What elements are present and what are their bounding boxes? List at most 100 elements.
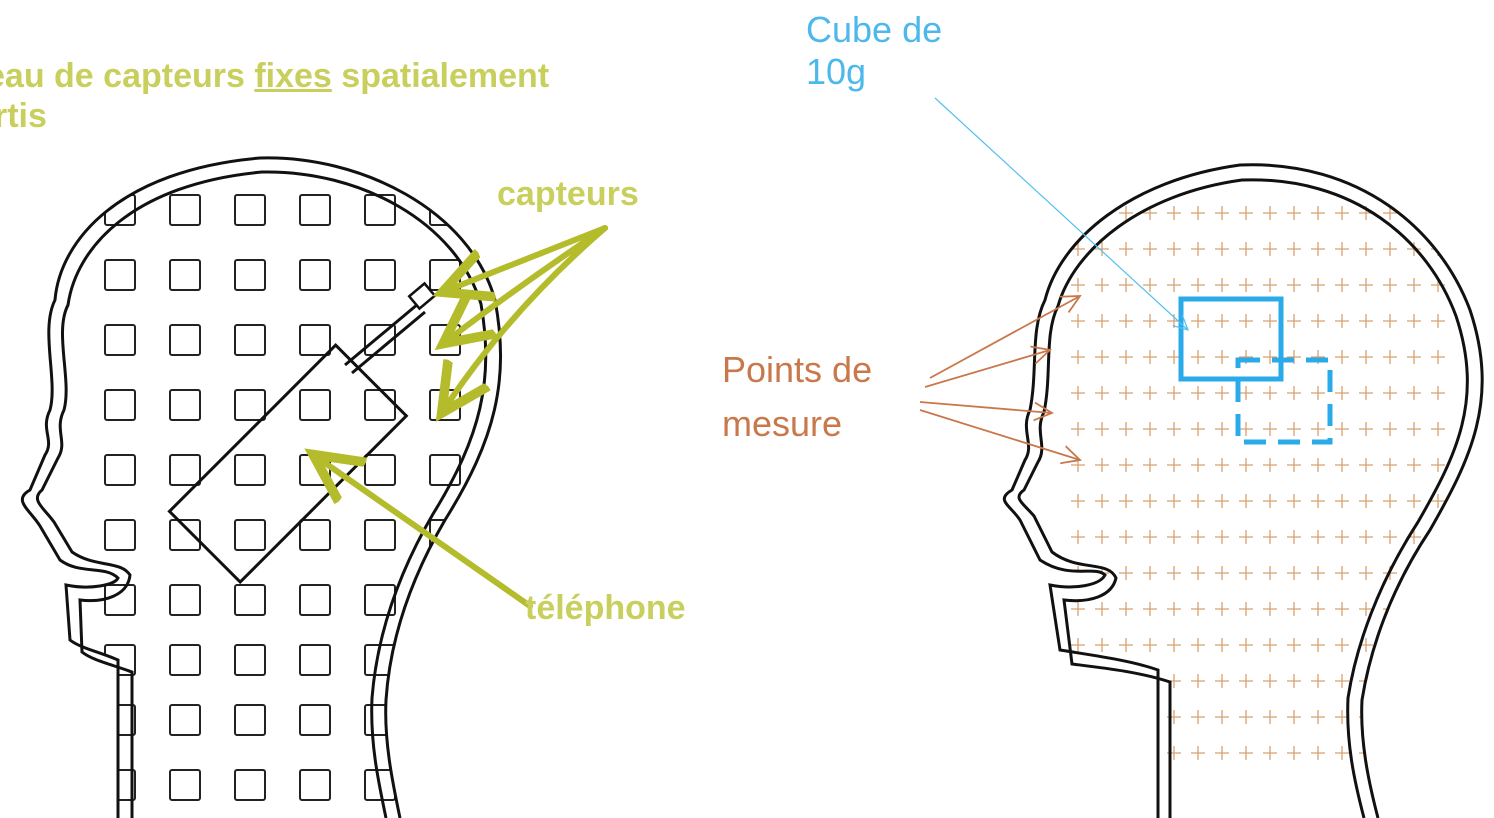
measurement-point [1119, 278, 1133, 292]
measurement-point [1191, 242, 1205, 256]
sensor-square [235, 195, 265, 225]
sensor-square [170, 520, 200, 550]
measurement-point [1263, 422, 1277, 436]
measurement-point [1263, 710, 1277, 724]
sensor-square [105, 585, 135, 615]
measurement-point [1167, 386, 1181, 400]
sensor-square [170, 325, 200, 355]
measurement-point [1407, 206, 1421, 220]
measurement-point [1191, 422, 1205, 436]
measurement-point [1095, 710, 1109, 724]
sensor-square [300, 645, 330, 675]
measurement-point [1383, 350, 1397, 364]
sensor-square [235, 520, 265, 550]
measurement-point [1263, 674, 1277, 688]
measurement-point [1095, 494, 1109, 508]
measurement-point [1431, 566, 1445, 580]
measurement-point [1215, 530, 1229, 544]
measurement-point [1311, 314, 1325, 328]
measurement-point [1359, 494, 1373, 508]
measurement-point [1287, 458, 1301, 472]
measurement-point [1191, 530, 1205, 544]
measurement-point [1071, 530, 1085, 544]
measurement-point [1191, 458, 1205, 472]
measurement-point [1215, 602, 1229, 616]
sensor-square [430, 645, 460, 675]
measurement-point [1287, 494, 1301, 508]
measurement-point [1215, 458, 1229, 472]
measurement-point [1335, 206, 1349, 220]
measurement-point [1215, 242, 1229, 256]
sensor-square [170, 705, 200, 735]
right-head [920, 98, 1482, 818]
measurement-point [1191, 566, 1205, 580]
sensor-square [300, 260, 330, 290]
sensor-square [170, 645, 200, 675]
measurement-point [1431, 602, 1445, 616]
measurement-point [1239, 530, 1253, 544]
measurement-point [1287, 710, 1301, 724]
measurement-point [1071, 494, 1085, 508]
points-arrows [920, 296, 1080, 460]
sensor-grid [105, 195, 460, 800]
measurement-point [1335, 566, 1349, 580]
measurement-point [1191, 710, 1205, 724]
measurement-point [1143, 566, 1157, 580]
measurement-point [1119, 422, 1133, 436]
measurement-point [1167, 566, 1181, 580]
measurement-point [1239, 710, 1253, 724]
sensor-square [170, 260, 200, 290]
measurement-point [1383, 494, 1397, 508]
measurement-point [1119, 242, 1133, 256]
measurement-point [1071, 314, 1085, 328]
measurement-point [1335, 350, 1349, 364]
measurement-point [1239, 638, 1253, 652]
measurement-point [1167, 422, 1181, 436]
measurement-point [1383, 242, 1397, 256]
sensor-square [300, 705, 330, 735]
measurement-point [1191, 350, 1205, 364]
measurement-point [1335, 242, 1349, 256]
sensor-square [170, 390, 200, 420]
sensor-square [235, 585, 265, 615]
measurement-point [1359, 458, 1373, 472]
measurement-point [1143, 746, 1157, 760]
measurement-point [1119, 530, 1133, 544]
measurement-point [1215, 674, 1229, 688]
sensor-square [235, 770, 265, 800]
measurement-point [1263, 638, 1277, 652]
measurement-point [1071, 746, 1085, 760]
sensor-square [365, 195, 395, 225]
measurement-point [1287, 566, 1301, 580]
measurement-point [1095, 530, 1109, 544]
measurement-point [1359, 242, 1373, 256]
measurement-point [1311, 206, 1325, 220]
measurement-point [1407, 458, 1421, 472]
measurement-point [1215, 350, 1229, 364]
sensors-label: capteurs [497, 176, 639, 213]
measurement-point [1383, 746, 1397, 760]
measurement-point [1287, 602, 1301, 616]
right-head-outline-inner [1019, 180, 1467, 818]
measurement-point [1287, 278, 1301, 292]
sensor-square [105, 455, 135, 485]
sensor-square [300, 325, 330, 355]
measurement-point [1407, 566, 1421, 580]
sensor-square [430, 705, 460, 735]
measurement-point [1407, 638, 1421, 652]
measurement-point [1311, 494, 1325, 508]
measurement-point [1383, 386, 1397, 400]
measurement-point [1239, 458, 1253, 472]
sensor-square [430, 770, 460, 800]
measurement-points-grid [1071, 206, 1445, 760]
measurement-point [1239, 422, 1253, 436]
measurement-point [1431, 314, 1445, 328]
points-arrow [925, 350, 1050, 387]
sensor-square [235, 705, 265, 735]
measurement-point [1119, 494, 1133, 508]
measurement-point [1431, 206, 1445, 220]
measurement-point [1119, 566, 1133, 580]
measurement-point [1239, 566, 1253, 580]
measurement-point [1215, 422, 1229, 436]
measurement-point [1263, 314, 1277, 328]
